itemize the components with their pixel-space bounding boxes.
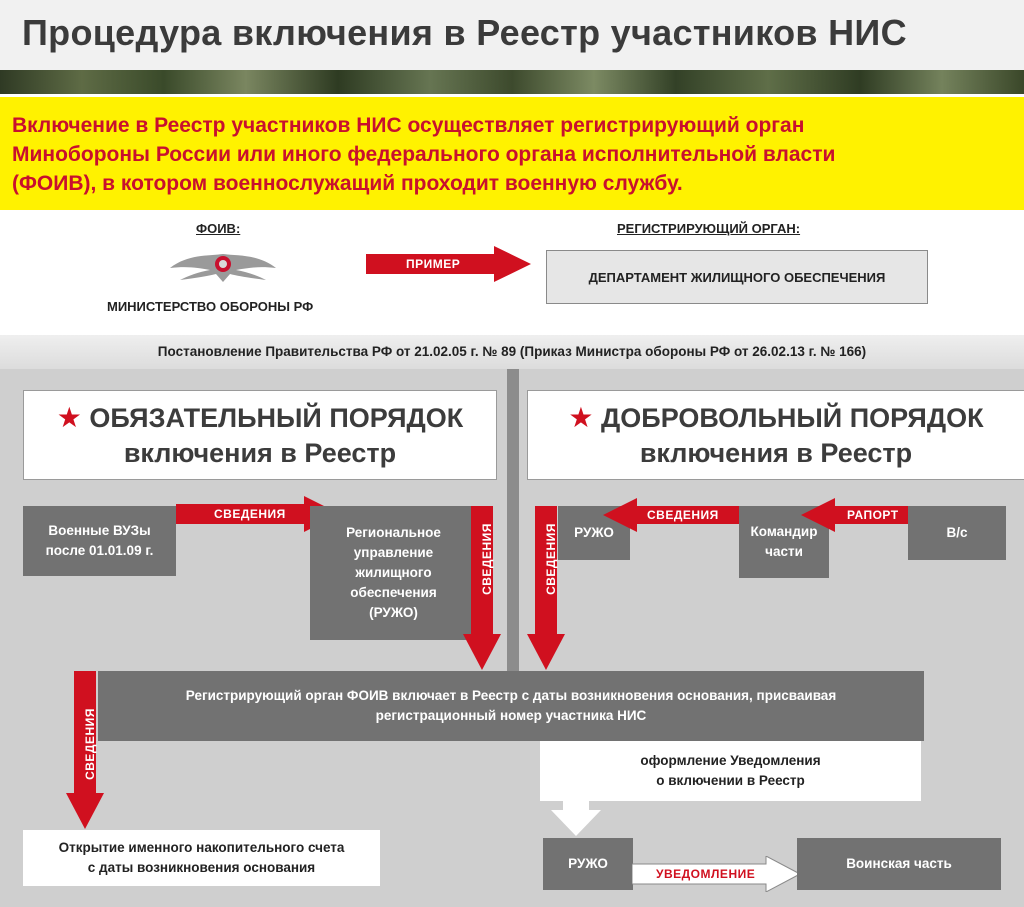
voluntary-svedeniya-arrow: СВЕДЕНИЯ — [603, 498, 741, 532]
account-line-1: Открытие именного накопительного счета — [58, 840, 345, 855]
voluntary-subtitle: включения в Реестр — [639, 438, 913, 468]
voluntary-ruzho-label: РУЖО — [574, 525, 614, 540]
registrar-line-2: регистрационный номер участника НИС — [375, 708, 647, 723]
star-icon: ★ — [568, 402, 594, 433]
account-line-2: с даты возникновения основания — [87, 860, 316, 875]
org-name-box: ДЕПАРТАМЕНТ ЖИЛИЩНОГО ОБЕСПЕЧЕНИЯ — [546, 250, 928, 304]
org-name: ДЕПАРТАМЕНТ ЖИЛИЩНОГО ОБЕСПЕЧЕНИЯ — [588, 269, 886, 285]
military-unit-box: Воинская часть — [797, 838, 1001, 890]
registrar-box: Регистрирующий орган ФОИВ включает в Рее… — [98, 671, 924, 741]
raport-arrow-label: РАПОРТ — [847, 508, 899, 522]
camouflage-banner — [0, 70, 1024, 94]
star-icon: ★ — [56, 402, 82, 433]
raport-arrow: РАПОРТ — [801, 498, 911, 532]
intro-banner: Включение в Реестр участников НИС осущес… — [0, 97, 1024, 210]
foiv-label: ФОИВ: — [196, 221, 241, 236]
mandatory-svedeniya-arrow: СВЕДЕНИЯ — [176, 496, 340, 532]
serviceman-label: В/с — [946, 525, 968, 540]
org-label: РЕГИСТРИРУЮЩИЙ ОРГАН: — [617, 221, 801, 236]
example-arrow-label: ПРИМЕР — [406, 257, 461, 271]
notice-line-2: о включении в Реестр — [656, 773, 805, 788]
voluntary-down-arrow-label: СВЕДЕНИЯ — [543, 523, 558, 595]
decree-text: Постановление Правительства РФ от 21.02.… — [157, 344, 867, 359]
voluntary-ruzho-box: РУЖО — [558, 506, 630, 560]
commander-line-1: Командир — [750, 524, 818, 539]
foiv-name: МИНИСТЕРСТВО ОБОРОНЫ РФ — [107, 299, 314, 314]
intro-line-3: (ФОИВ), в котором военнослужащий проходи… — [12, 172, 683, 195]
mandatory-title: ОБЯЗАТЕЛЬНЫЙ ПОРЯДОК — [89, 403, 464, 433]
target-line-5: (РУЖО) — [369, 605, 418, 620]
target-line-1: Региональное — [346, 525, 441, 540]
notice-line-1: оформление Уведомления — [640, 753, 821, 768]
registrar-line-1: Регистрирующий орган ФОИВ включает в Рее… — [185, 688, 837, 703]
mandatory-down-arrow-label: СВЕДЕНИЯ — [479, 523, 494, 595]
mandatory-subtitle: включения в Реестр — [123, 438, 397, 468]
decree-strip: Постановление Правительства РФ от 21.02.… — [0, 335, 1024, 369]
page-title: Процедура включения в Реестр участников … — [22, 12, 907, 53]
left-down-arrow: СВЕДЕНИЯ — [66, 671, 104, 829]
target-line-3: жилищного — [355, 565, 432, 580]
example-arrow: ПРИМЕР — [366, 246, 531, 282]
target-line-2: управление — [353, 545, 434, 560]
notification-arrow: УВЕДОМЛЕНИЕ — [631, 855, 802, 893]
mandatory-header: ★ ОБЯЗАТЕЛЬНЫЙ ПОРЯДОК включения в Реест… — [23, 390, 497, 480]
bottom-ruzho-box: РУЖО — [543, 838, 633, 890]
notice-box: оформление Уведомления о включении в Реес… — [540, 741, 921, 801]
title-bar: Процедура включения в Реестр участников … — [0, 0, 1024, 70]
military-unit-label: Воинская часть — [846, 856, 952, 871]
intro-line-2: Минобороны России или иного федерального… — [12, 143, 836, 166]
bottom-ruzho-label: РУЖО — [568, 856, 608, 871]
intro-text: Включение в Реестр участников НИС осущес… — [12, 111, 1012, 198]
source-line-2: после 01.01.09 г. — [45, 543, 154, 558]
account-box: Открытие именного накопительного счета с … — [23, 830, 380, 886]
voluntary-arrow1-label: СВЕДЕНИЯ — [647, 508, 719, 522]
serviceman-box: В/с — [908, 506, 1006, 560]
target-line-4: обеспечения — [350, 585, 437, 600]
emblem-icon — [168, 246, 278, 284]
military-universities-box: Военные ВУЗы после 01.01.09 г. — [23, 506, 176, 576]
intro-line-1: Включение в Реестр участников НИС осущес… — [12, 114, 805, 137]
left-down-arrow-label: СВЕДЕНИЯ — [82, 708, 97, 780]
mandatory-arrow-label: СВЕДЕНИЯ — [214, 507, 286, 521]
voluntary-header: ★ ДОБРОВОЛЬНЫЙ ПОРЯДОК включения в Реест… — [527, 390, 1024, 480]
voluntary-down-arrow: СВЕДЕНИЯ — [527, 506, 565, 670]
panel-divider — [507, 369, 519, 671]
notice-down-arrow — [551, 800, 601, 836]
voluntary-title: ДОБРОВОЛЬНЫЙ ПОРЯДОК — [601, 403, 984, 433]
ruzho-regional-box: Региональное управление жилищного обеспе… — [310, 506, 477, 640]
mandatory-down-arrow: СВЕДЕНИЯ — [463, 506, 501, 670]
notification-arrow-label: УВЕДОМЛЕНИЕ — [656, 867, 756, 881]
source-line-1: Военные ВУЗы — [48, 523, 151, 538]
commander-line-2: части — [765, 544, 803, 559]
